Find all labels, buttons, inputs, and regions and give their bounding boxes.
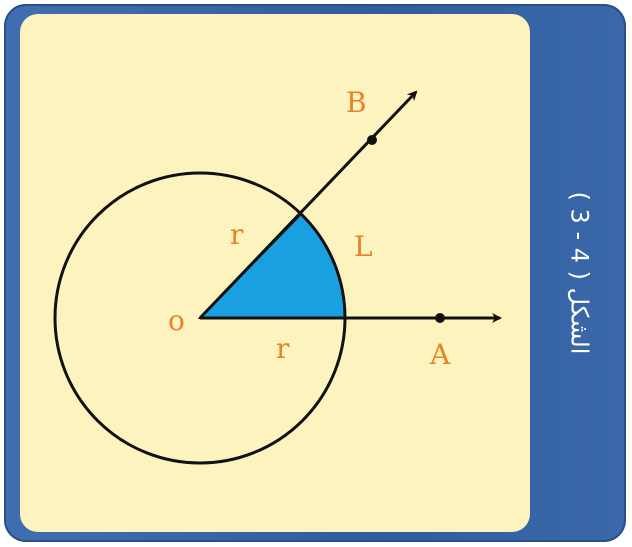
label-point-a: A bbox=[429, 338, 451, 371]
ray-ob bbox=[198, 90, 418, 320]
label-center-o: o bbox=[168, 304, 185, 337]
point-a-dot bbox=[435, 313, 445, 323]
label-point-b: B bbox=[346, 86, 367, 119]
label-radius-top: r bbox=[230, 218, 244, 251]
shaded-sector bbox=[197, 212, 347, 319]
label-radius-bottom: r bbox=[276, 332, 290, 365]
point-b-dot bbox=[367, 135, 377, 145]
label-arc-l: L bbox=[354, 230, 373, 263]
